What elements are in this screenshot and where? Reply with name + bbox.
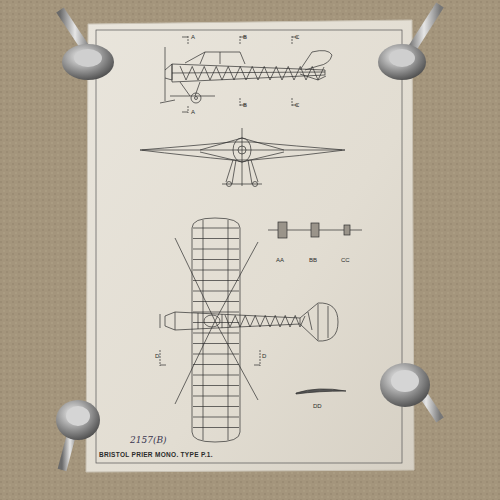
truss-stroke	[270, 316, 275, 327]
section-marker: C	[295, 102, 299, 108]
section-label: AA	[276, 257, 284, 263]
section-label: CC	[341, 257, 350, 263]
truss-stroke	[228, 220, 229, 440]
truss-stroke	[193, 301, 239, 302]
truss-stroke	[216, 66, 222, 80]
truss-stroke	[193, 249, 239, 250]
truss-stroke	[222, 67, 228, 80]
truss-stroke	[235, 315, 240, 327]
truss-stroke	[288, 66, 294, 80]
section-marker: A	[191, 109, 195, 115]
truss-stroke	[193, 354, 239, 355]
truss-stroke	[295, 315, 300, 327]
truss-stroke	[193, 375, 239, 376]
truss-stroke	[193, 417, 239, 418]
truss-stroke	[318, 67, 324, 80]
truss-stroke	[193, 291, 239, 292]
drawing-number: 2157(B)	[130, 436, 167, 445]
frame-border	[96, 30, 402, 463]
truss-stroke	[193, 343, 239, 344]
truss-stroke	[245, 315, 250, 327]
truss-stroke	[186, 67, 192, 80]
truss-stroke	[230, 316, 235, 327]
truss-stroke	[290, 316, 295, 327]
truss-stroke	[193, 312, 239, 313]
truss-stroke	[193, 406, 239, 407]
truss-stroke	[193, 427, 239, 428]
truss-stroke	[193, 259, 239, 260]
truss-stroke	[252, 66, 258, 80]
section-views	[268, 222, 362, 394]
paper-sheet	[86, 20, 414, 472]
section-label: BB	[309, 257, 317, 263]
front-view	[140, 128, 345, 187]
truss-stroke	[204, 66, 210, 80]
truss-stroke	[193, 396, 239, 397]
truss-stroke	[258, 67, 264, 80]
truss-stroke	[240, 66, 246, 80]
section-marker: B	[243, 102, 247, 108]
side-view	[160, 36, 332, 113]
truss-stroke	[246, 67, 252, 80]
truss-stroke	[234, 67, 240, 80]
truss-stroke	[180, 66, 186, 80]
truss-stroke	[265, 315, 270, 327]
section-marker: D	[262, 353, 266, 359]
paper-weights	[56, 5, 440, 470]
truss-stroke	[282, 67, 288, 80]
section-marker: D	[155, 353, 159, 359]
truss-stroke	[294, 67, 300, 80]
truss-stroke	[193, 364, 239, 365]
truss-stroke	[240, 316, 245, 327]
section-label: DD	[313, 403, 322, 409]
section-marker: A	[191, 34, 195, 40]
truss-stroke	[193, 228, 239, 229]
truss-stroke	[225, 315, 230, 327]
truss-stroke	[193, 333, 239, 334]
truss-stroke	[276, 66, 282, 80]
plan-view	[160, 218, 338, 442]
truss-stroke	[192, 66, 198, 80]
truss-stroke	[193, 280, 239, 281]
truss-stroke	[312, 66, 318, 80]
truss-stroke	[260, 316, 265, 327]
title-block: BRISTOL PRIER MONO. TYPE P.1.	[99, 452, 213, 459]
truss-stroke	[228, 66, 234, 80]
section-marker: C	[295, 34, 299, 40]
section-marker: B	[243, 34, 247, 40]
truss-stroke	[255, 315, 260, 327]
truss-stroke	[280, 316, 285, 327]
truss-stroke	[275, 315, 280, 327]
truss-stroke	[285, 315, 290, 327]
truss-stroke	[193, 270, 239, 271]
truss-stroke	[210, 67, 216, 80]
truss-stroke	[250, 316, 255, 327]
truss-stroke	[270, 67, 276, 80]
truss-stroke	[264, 66, 270, 80]
truss-stroke	[193, 238, 239, 239]
truss-stroke	[203, 220, 204, 440]
truss-stroke	[193, 385, 239, 386]
truss-stroke	[198, 67, 204, 80]
